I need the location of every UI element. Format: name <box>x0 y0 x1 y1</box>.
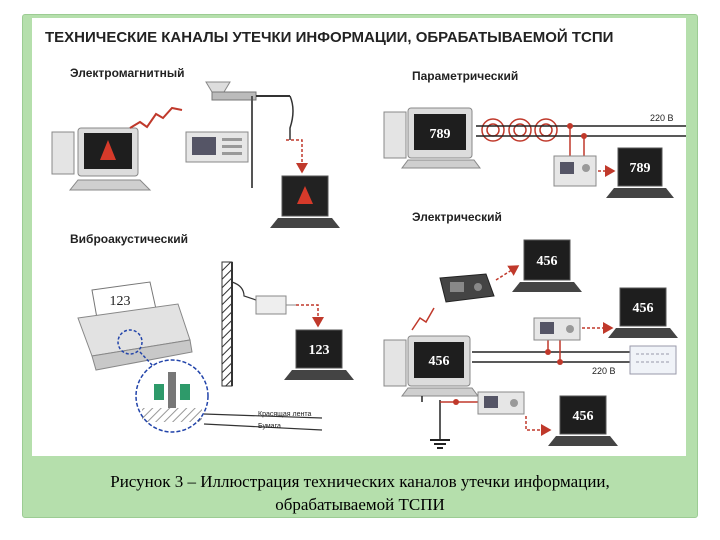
param-coils <box>481 118 558 142</box>
em-laptop <box>270 175 340 228</box>
electric-receiver-3 <box>477 391 525 415</box>
ribbon-label: Красящая лента <box>258 411 312 418</box>
electric-laptop-1: 456 <box>512 239 582 292</box>
print-head-zoom <box>135 359 209 433</box>
em-arrow <box>286 139 308 174</box>
param-computer: 789 <box>383 107 481 169</box>
electric-voltage-label: 220 В <box>592 366 616 376</box>
electric-laptop-2: 456 <box>608 287 678 338</box>
electric-laptop-1-text: 456 <box>537 254 558 269</box>
param-receiver <box>553 155 597 187</box>
electric-receiver-2 <box>533 317 581 341</box>
label-vibroacoustic: Виброакустический <box>70 232 188 246</box>
electric-laptop-2-text: 456 <box>633 301 654 316</box>
warning-triangle-icon <box>297 186 313 204</box>
param-laptop: 789 <box>606 147 674 198</box>
em-radiation-signal <box>129 106 183 129</box>
em-spectrum-analyzer <box>185 131 249 163</box>
em-source-computer <box>51 127 152 191</box>
label-electromagnetic: Электромагнитный <box>70 66 185 80</box>
em-receiver-antenna <box>205 81 294 188</box>
electric-radio-receiver <box>439 273 495 303</box>
printer: 123 <box>77 281 193 371</box>
warning-triangle-icon <box>100 140 116 160</box>
paper-label: Бумага <box>258 423 281 430</box>
electric-laptop-3: 456 <box>548 395 618 446</box>
diagram-title: ТЕХНИЧЕСКИЕ КАНАЛЫ УТЕЧКИ ИНФОРМАЦИИ, ОБ… <box>45 28 613 46</box>
caption-line-2: обрабатываемой ТСПИ <box>275 495 445 514</box>
param-voltage-label: 220 В <box>650 113 674 123</box>
electric-monitor-text: 456 <box>429 354 450 369</box>
label-electric: Электрический <box>412 210 502 224</box>
vibration-sensor <box>255 295 296 315</box>
electric-computer: 456 <box>383 335 479 397</box>
param-monitor-text: 789 <box>430 127 451 142</box>
figure-caption: Рисунок 3 – Иллюстрация технических кана… <box>40 470 680 516</box>
printer-paper-text: 123 <box>110 294 131 309</box>
electric-laptop-3-text: 456 <box>573 409 594 424</box>
printer-detail-marker <box>117 329 143 355</box>
building-icon <box>629 345 677 375</box>
wall <box>221 261 233 387</box>
label-parametric: Параметрический <box>412 69 518 83</box>
vibro-laptop: 123 <box>284 329 354 380</box>
electric-emission-signal <box>411 307 435 331</box>
param-laptop-text: 789 <box>630 161 651 176</box>
vibro-laptop-text: 123 <box>309 343 330 358</box>
caption-line-1: Рисунок 3 – Иллюстрация технических кана… <box>110 472 610 491</box>
